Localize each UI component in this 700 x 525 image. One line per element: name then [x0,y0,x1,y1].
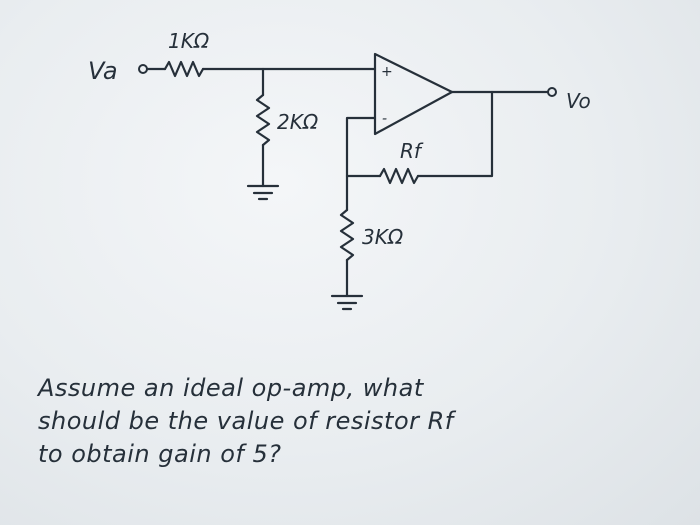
question-line-3: to obtain gain of 5? [38,440,282,468]
input-label: Va [88,57,118,85]
resistor-1k [163,60,205,78]
output-label: Vo [566,89,591,113]
noninverting-sign: + [381,64,393,80]
ground-symbol-left [246,184,280,201]
resistor-3k [339,208,355,262]
inverting-sign: - [382,111,387,127]
resistor-2k-label: 2KΩ [277,110,319,134]
question-line-1: Assume an ideal op-amp, what [38,374,424,402]
question-line-2: should be the value of resistor Rf [38,407,454,435]
ground-symbol-right [330,294,364,311]
resistor-2k [255,93,271,147]
resistor-rf-label: Rf [400,139,424,163]
input-terminal [138,64,148,74]
resistor-rf [378,167,420,185]
feedback-wire-right [416,90,494,178]
resistor-1k-label: 1KΩ [168,29,210,53]
resistor-3k-label: 3KΩ [362,225,404,249]
question-text: Assume an ideal op-amp, what should be t… [38,372,678,471]
inverting-input-wire [345,116,377,178]
output-terminal [547,87,557,97]
op-amp-triangle [373,52,454,136]
